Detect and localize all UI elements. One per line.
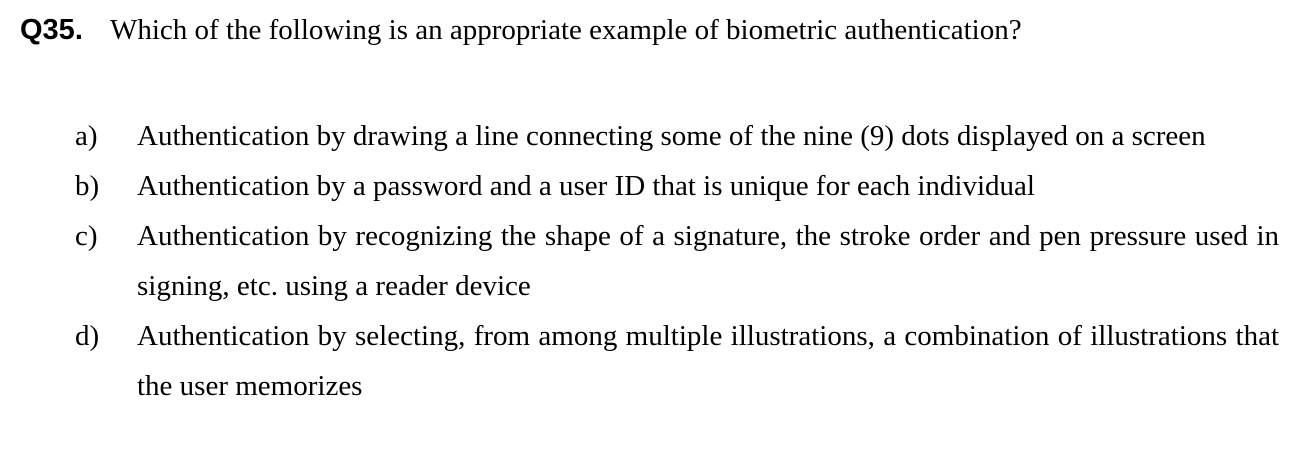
question-text: Which of the following is an appropriate… <box>110 14 1022 46</box>
option-text: Authentication by recognizing the shape … <box>137 220 1279 302</box>
option-label: b) <box>75 170 100 202</box>
option-label: d) <box>75 320 100 352</box>
options-list: a) Authentication by drawing a line conn… <box>75 111 1279 411</box>
option-label: c) <box>75 220 98 252</box>
option-d[interactable]: d) Authentication by selecting, from amo… <box>75 311 1279 411</box>
option-b[interactable]: b) Authentication by a password and a us… <box>75 161 1279 211</box>
option-c[interactable]: c) Authentication by recognizing the sha… <box>75 211 1279 311</box>
option-text: Authentication by drawing a line connect… <box>137 120 1206 152</box>
option-text: Authentication by a password and a user … <box>137 170 1035 202</box>
option-a[interactable]: a) Authentication by drawing a line conn… <box>75 111 1279 161</box>
option-text: Authentication by selecting, from among … <box>137 320 1279 402</box>
question: Q35. Which of the following is an appropr… <box>20 14 1022 47</box>
option-label: a) <box>75 120 98 152</box>
question-number: Q35. <box>20 14 83 46</box>
